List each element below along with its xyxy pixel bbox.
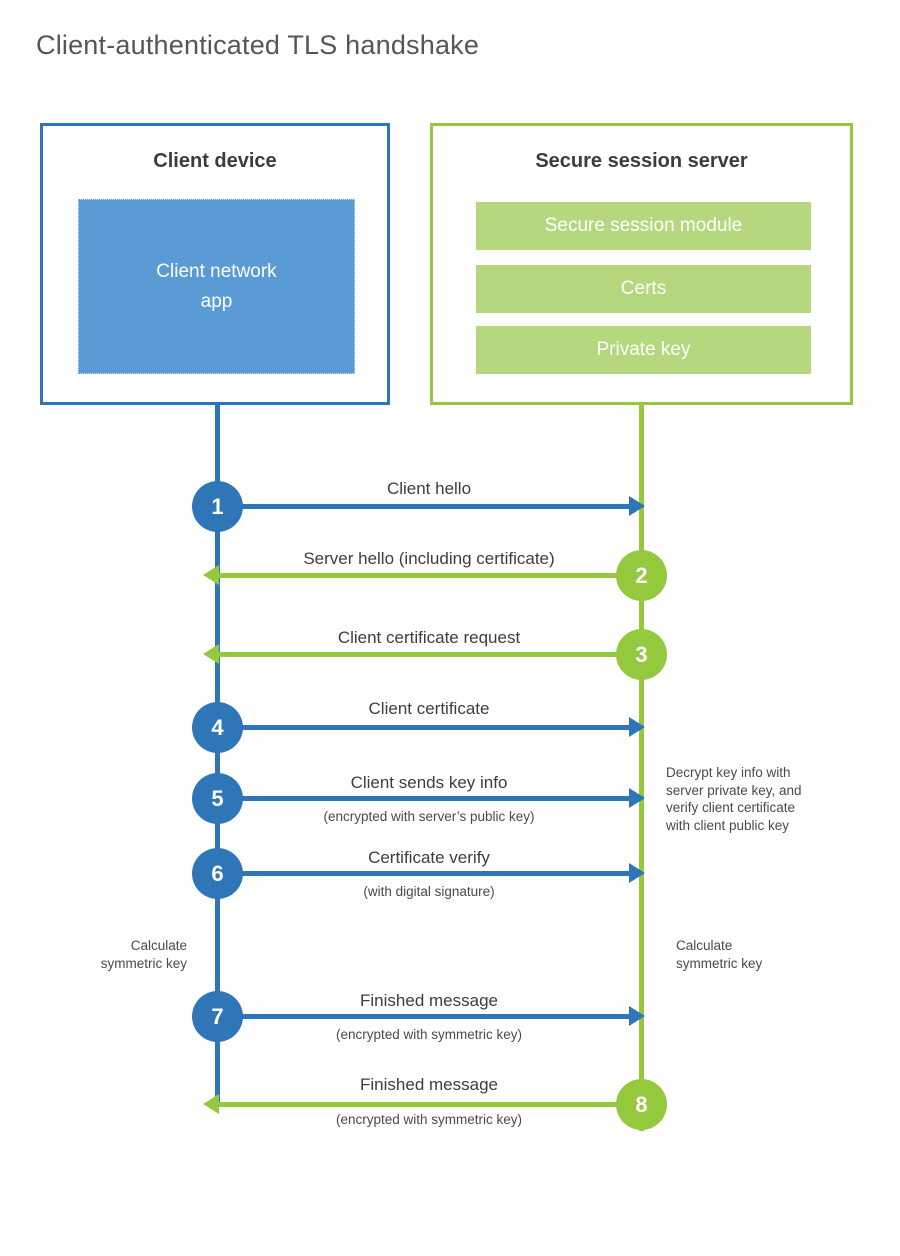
client-network-app-box: Client network app xyxy=(78,199,355,374)
server-module-private-key: Private key xyxy=(476,326,811,374)
step-3-circle: 3 xyxy=(616,629,667,680)
step-6-arrow-line xyxy=(217,871,641,876)
step-6-sublabel: (with digital signature) xyxy=(363,884,495,899)
step-3-label: Client certificate request xyxy=(337,628,521,647)
step-8-arrow-line xyxy=(217,1102,641,1107)
calculate-symmetric-key-note-server: Calculate symmetric key xyxy=(676,938,763,971)
server-lifeline xyxy=(639,404,644,1131)
decrypt-note: Decrypt key info with server private key… xyxy=(666,765,802,833)
client-device-box: Client device Client network app xyxy=(40,123,390,405)
client-lifeline xyxy=(215,404,220,1107)
step-7-arrow-line xyxy=(217,1014,641,1019)
step-7-arrowhead-icon xyxy=(629,1006,645,1026)
step-1-arrowhead-icon xyxy=(629,496,645,516)
step-8-label: Finished message xyxy=(360,1075,498,1094)
server-box: Secure session server Secure session mod… xyxy=(430,123,853,405)
step-7-circle: 7 xyxy=(192,991,243,1042)
step-5-arrowhead-icon xyxy=(629,788,645,808)
step-2-arrowhead-icon xyxy=(203,565,219,585)
step-2-arrow-line xyxy=(217,573,641,578)
step-2-circle: 2 xyxy=(616,550,667,601)
step-2-label: Server hello (including certificate) xyxy=(303,549,555,568)
page-title: Client-authenticated TLS handshake xyxy=(36,30,480,60)
step-7-sublabel: (encrypted with symmetric key) xyxy=(335,1027,523,1042)
step-4-arrowhead-icon xyxy=(629,717,645,737)
step-5-sublabel: (encrypted with server’s public key) xyxy=(323,809,535,824)
server-module-certs: Certs xyxy=(476,265,811,313)
step-6-arrowhead-icon xyxy=(629,863,645,883)
server-module-secure-session: Secure session module xyxy=(476,202,811,250)
step-6-label: Certificate verify xyxy=(368,848,490,867)
step-7-label: Finished message xyxy=(360,991,498,1010)
step-5-arrow-line xyxy=(217,796,641,801)
step-5-label: Client sends key info xyxy=(350,773,508,792)
step-6-circle: 6 xyxy=(192,848,243,899)
server-heading: Secure session server xyxy=(535,150,748,172)
step-8-sublabel: (encrypted with symmetric key) xyxy=(335,1112,523,1127)
step-4-arrow-line xyxy=(217,725,641,730)
calculate-symmetric-key-note-client: Calculate symmetric key xyxy=(100,938,187,971)
step-8-circle: 8 xyxy=(616,1079,667,1130)
step-1-arrow-line xyxy=(217,504,641,509)
client-device-heading: Client device xyxy=(153,150,277,172)
step-8-arrowhead-icon xyxy=(203,1094,219,1114)
step-1-circle: 1 xyxy=(192,481,243,532)
step-1-label: Client hello xyxy=(386,479,472,498)
step-3-arrowhead-icon xyxy=(203,644,219,664)
step-4-label: Client certificate xyxy=(368,699,490,718)
step-4-circle: 4 xyxy=(192,702,243,753)
step-3-arrow-line xyxy=(217,652,641,657)
step-5-circle: 5 xyxy=(192,773,243,824)
